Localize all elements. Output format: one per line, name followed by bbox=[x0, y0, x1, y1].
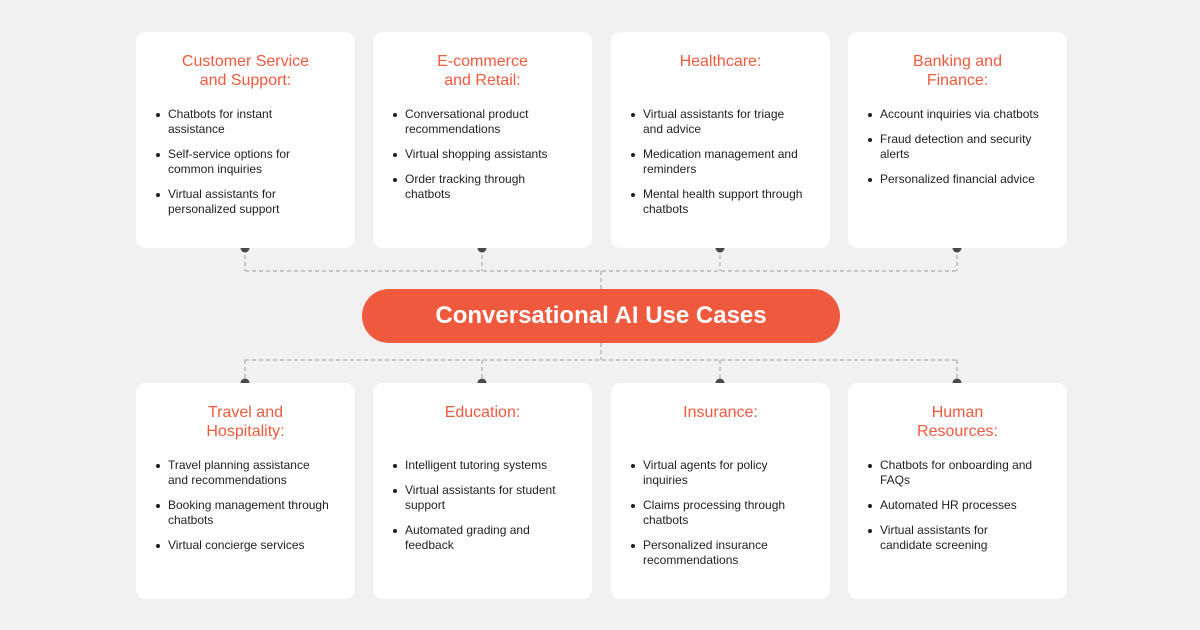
list-item: Virtual concierge services bbox=[156, 538, 343, 553]
list-item: Chatbots for instant assistance bbox=[156, 107, 343, 137]
card-list: Chatbots for onboarding and FAQs Automat… bbox=[868, 458, 1055, 563]
card-healthcare: Healthcare: Virtual assistants for triag… bbox=[611, 32, 830, 248]
card-insurance: Insurance: Virtual agents for policy inq… bbox=[611, 383, 830, 599]
card-human-resources: Human Resources: Chatbots for onboarding… bbox=[848, 383, 1067, 599]
list-item: Chatbots for onboarding and FAQs bbox=[868, 458, 1055, 488]
card-title: Healthcare: bbox=[679, 53, 762, 70]
list-item: Account inquiries via chatbots bbox=[868, 107, 1055, 122]
card-title: Travel and Hospitality: bbox=[206, 404, 285, 440]
list-item: Personalized insurance recommendations bbox=[631, 538, 818, 568]
card-list: Travel planning assistance and recommend… bbox=[156, 458, 343, 563]
card-customer-service: Customer Service and Support: Chatbots f… bbox=[136, 32, 355, 248]
list-item: Conversational product recommendations bbox=[393, 107, 580, 137]
list-item: Intelligent tutoring systems bbox=[393, 458, 580, 473]
card-title: Customer Service and Support: bbox=[181, 53, 310, 89]
list-item: Virtual shopping assistants bbox=[393, 147, 580, 162]
list-item: Virtual assistants for candidate screeni… bbox=[868, 523, 1055, 553]
list-item: Travel planning assistance and recommend… bbox=[156, 458, 343, 488]
card-title: Education: bbox=[444, 404, 521, 421]
list-item: Personalized financial advice bbox=[868, 172, 1055, 187]
card-banking: Banking and Finance: Account inquiries v… bbox=[848, 32, 1067, 248]
list-item: Virtual assistants for personalized supp… bbox=[156, 187, 343, 217]
card-list: Chatbots for instant assistance Self-ser… bbox=[156, 107, 343, 227]
card-list: Conversational product recommendations V… bbox=[393, 107, 580, 212]
list-item: Order tracking through chatbots bbox=[393, 172, 580, 202]
list-item: Claims processing through chatbots bbox=[631, 498, 818, 528]
card-travel: Travel and Hospitality: Travel planning … bbox=[136, 383, 355, 599]
list-item: Mental health support through chatbots bbox=[631, 187, 818, 217]
card-list: Intelligent tutoring systems Virtual ass… bbox=[393, 458, 580, 563]
list-item: Fraud detection and security alerts bbox=[868, 132, 1055, 162]
list-item: Booking management through chatbots bbox=[156, 498, 343, 528]
list-item: Medication management and reminders bbox=[631, 147, 818, 177]
list-item: Virtual assistants for triage and advice bbox=[631, 107, 818, 137]
card-list: Virtual agents for policy inquiries Clai… bbox=[631, 458, 818, 578]
card-education: Education: Intelligent tutoring systems … bbox=[373, 383, 592, 599]
list-item: Automated HR processes bbox=[868, 498, 1055, 513]
card-list: Account inquiries via chatbots Fraud det… bbox=[868, 107, 1055, 197]
card-title: Human Resources: bbox=[917, 404, 998, 440]
list-item: Virtual assistants for student support bbox=[393, 483, 580, 513]
list-item: Self-service options for common inquirie… bbox=[156, 147, 343, 177]
card-ecommerce: E-commerce and Retail: Conversational pr… bbox=[373, 32, 592, 248]
list-item: Virtual agents for policy inquiries bbox=[631, 458, 818, 488]
center-title-pill: Conversational AI Use Cases bbox=[362, 289, 840, 343]
list-item: Automated grading and feedback bbox=[393, 523, 580, 553]
card-title: Banking and Finance: bbox=[913, 53, 1002, 89]
card-title: E-commerce and Retail: bbox=[437, 53, 528, 89]
card-list: Virtual assistants for triage and advice… bbox=[631, 107, 818, 227]
card-title: Insurance: bbox=[683, 404, 758, 421]
